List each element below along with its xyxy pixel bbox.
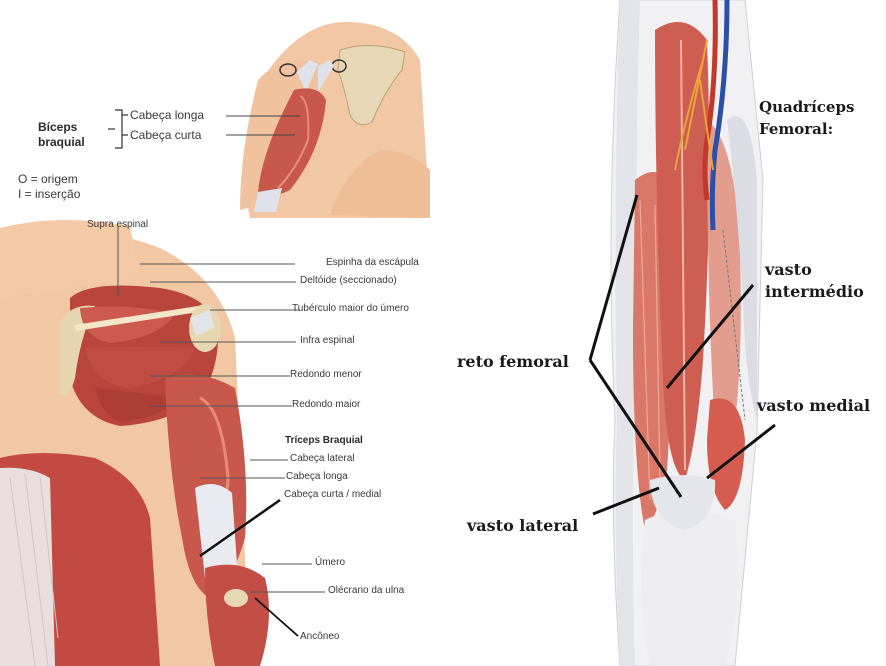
- label-vasto-intermedio-1: vasto: [765, 262, 812, 278]
- label-long-head: Cabeça longa: [130, 109, 204, 121]
- label-infra-espinal: Infra espinal: [300, 336, 354, 346]
- triceps-illustration-panel: Supra espinal Espinha da escápula Deltói…: [0, 218, 445, 666]
- label-vasto-medial: vasto medial: [757, 398, 870, 414]
- quadriceps-illustration-panel: Quadríceps Femoral: vasto intermédio ret…: [445, 0, 886, 666]
- label-triceps-title: Tríceps Braquial: [285, 436, 363, 446]
- label-vasto-lateral: vasto lateral: [467, 518, 578, 534]
- legend-origin: O = origem: [18, 173, 78, 185]
- label-cabeca-curta-medial: Cabeça curta / medial: [284, 490, 381, 500]
- biceps-title-line2: braquial: [38, 136, 85, 148]
- label-espinha-escapula: Espinha da escápula: [326, 258, 419, 268]
- label-redondo-menor: Redondo menor: [290, 370, 362, 380]
- label-deltoide: Deltóide (seccionado): [300, 276, 397, 286]
- biceps-illustration-panel: Bíceps braquial Cabeça longa Cabeça curt…: [0, 0, 445, 218]
- label-tuberculo: Tubérculo maior do úmero: [292, 304, 409, 314]
- label-supra-espinal: Supra espinal: [87, 220, 148, 230]
- label-short-head: Cabeça curta: [130, 129, 201, 141]
- label-anconeo: Ancôneo: [300, 632, 339, 642]
- label-vasto-intermedio-2: intermédio: [765, 284, 864, 300]
- label-quadriceps-line1: Quadríceps: [759, 100, 854, 115]
- label-cabeca-longa: Cabeça longa: [286, 472, 348, 482]
- label-olecrano: Olécrano da ulna: [328, 586, 404, 596]
- legend-insertion: I = inserção: [18, 188, 80, 200]
- label-umero: Úmero: [315, 558, 345, 568]
- label-redondo-maior: Redondo maior: [292, 400, 360, 410]
- biceps-title-line1: Bíceps: [38, 121, 77, 133]
- label-cabeca-lateral: Cabeça lateral: [290, 454, 354, 464]
- label-reto-femoral: reto femoral: [457, 354, 569, 370]
- label-quadriceps-line2: Femoral:: [759, 122, 833, 137]
